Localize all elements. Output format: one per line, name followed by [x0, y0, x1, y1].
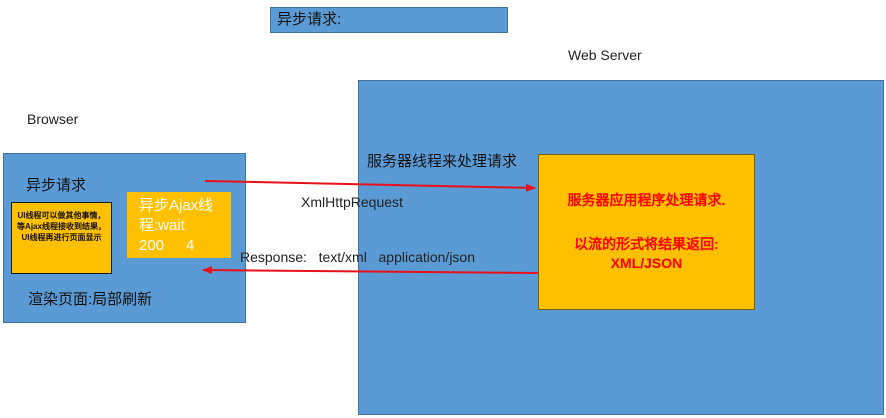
response-arrow-label: Response: text/xml application/json: [240, 249, 476, 265]
app-format-text: XML/JSON: [610, 255, 683, 271]
browser-async-request-label: 异步请求: [26, 177, 87, 194]
ajax-thread-line-1: 异步Ajax线: [139, 197, 214, 214]
server-thread-label: 服务器线程来处理请求: [367, 153, 518, 170]
request-arrow: [204, 180, 536, 192]
ajax-thread-line-2: 程:wait: [139, 217, 185, 234]
diagram-title: 异步请求:: [270, 7, 508, 33]
response-arrow: [202, 266, 539, 275]
request-arrow-label: XmlHttpRequest: [301, 194, 403, 210]
web-server-label: Web Server: [568, 47, 642, 63]
browser-label: Browser: [27, 111, 79, 127]
app-process-text: 服务器应用程序处理请求.: [567, 192, 726, 208]
browser-render-label: 渲染页面:局部刷新: [28, 291, 153, 308]
ui-thread-note: UI线程可以做其他事情，等Ajax线程接收到结果，UI线程再进行页面显示: [17, 211, 106, 242]
ajax-status-code: 200: [139, 237, 165, 254]
app-return-text: 以流的形式将结果返回:: [574, 236, 719, 252]
ui-thread-box: UI线程可以做其他事情，等Ajax线程接收到结果，UI线程再进行页面显示: [11, 202, 112, 274]
ajax-ready-state: 4: [186, 237, 195, 254]
server-application-box: 服务器应用程序处理请求. 以流的形式将结果返回: XML/JSON: [538, 154, 755, 310]
